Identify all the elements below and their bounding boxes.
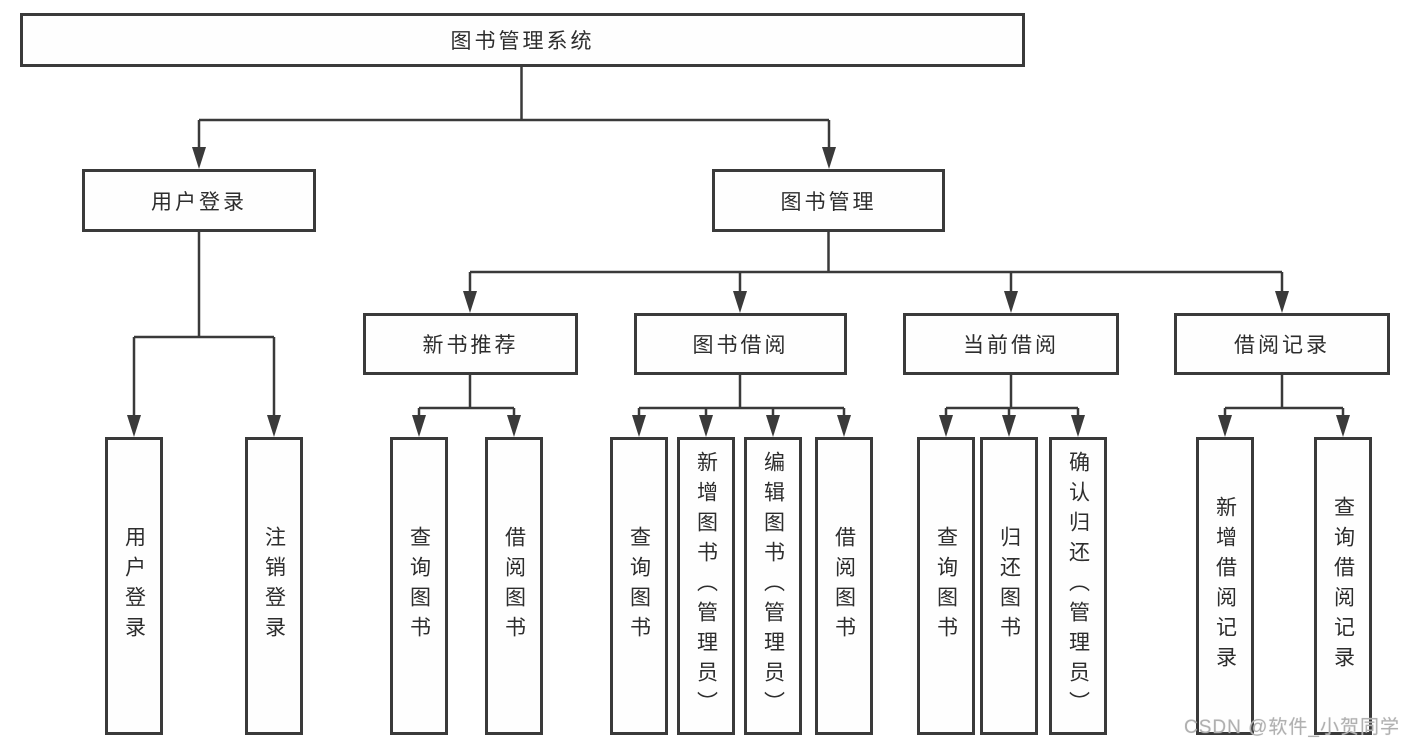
node-label: 新书推荐 [422,334,519,357]
csdn-watermark: CSDN @软件_小贺同学 [1184,717,1400,738]
leaf-query-books-recommend: 查询图书 [390,437,448,735]
leaf-add-books-admin: 新增图书（管理员） [677,437,735,735]
leaf-label: 借阅图书 [832,526,856,646]
leaf-label: 查询借阅记录 [1331,496,1355,676]
leaf-label: 新增图书（管理员） [694,451,718,721]
leaf-borrow-books-recommend: 借阅图书 [485,437,543,735]
leaf-edit-books-admin: 编辑图书（管理员） [744,437,802,735]
node-library-management-system: 图书管理系统 [20,13,1025,67]
node-label: 用户登录 [151,190,247,214]
leaf-query-books-borrow: 查询图书 [610,437,668,735]
leaf-logout: 注销登录 [245,437,303,735]
leaf-label: 注销登录 [262,526,286,646]
leaf-query-books-current: 查询图书 [917,437,975,735]
node-book-management: 图书管理 [712,169,945,232]
leaf-query-borrow-record: 查询借阅记录 [1314,437,1372,735]
node-new-book-recommend: 新书推荐 [363,313,578,375]
node-book-borrow: 图书借阅 [634,313,847,375]
node-current-borrow: 当前借阅 [903,313,1119,375]
node-label: 图书管理系统 [450,30,595,53]
leaf-return-books: 归还图书 [980,437,1038,735]
leaf-label: 确认归还（管理员） [1066,451,1090,721]
leaf-label: 归还图书 [997,526,1021,646]
leaf-user-login: 用户登录 [105,437,163,735]
leaf-borrow-books: 借阅图书 [815,437,873,735]
node-borrow-records: 借阅记录 [1174,313,1390,375]
leaf-label: 借阅图书 [502,526,526,646]
node-label: 图书管理 [780,190,877,214]
leaf-add-borrow-record: 新增借阅记录 [1196,437,1254,735]
leaf-label: 新增借阅记录 [1213,496,1237,676]
arrowhead-icons [127,147,1350,437]
node-user-login: 用户登录 [82,169,316,232]
leaf-confirm-return-admin: 确认归还（管理员） [1049,437,1107,735]
leaf-label: 查询图书 [407,526,431,646]
node-label: 当前借阅 [963,334,1059,357]
leaf-label: 查询图书 [934,526,958,646]
leaf-label: 编辑图书（管理员） [761,451,785,721]
node-label: 图书借阅 [692,334,789,357]
leaf-label: 用户登录 [122,526,146,646]
leaf-label: 查询图书 [627,526,651,646]
node-label: 借阅记录 [1234,334,1330,357]
